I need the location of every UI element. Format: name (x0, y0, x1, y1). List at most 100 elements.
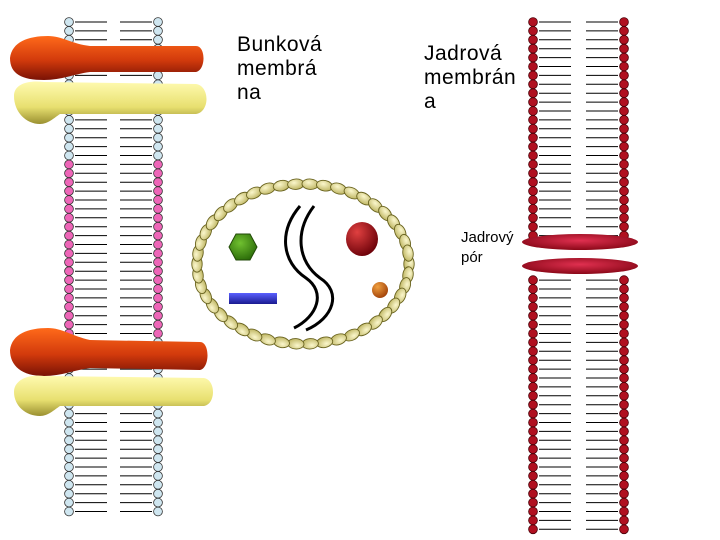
lipid-head (153, 230, 163, 241)
lipid-head (153, 159, 163, 170)
lipid-head (64, 506, 74, 517)
lipid-head (153, 257, 163, 268)
lipid-head (528, 479, 538, 490)
lipid-head (619, 195, 629, 205)
lipid-head (64, 221, 74, 232)
lipid-head (64, 293, 74, 303)
lipid-head (64, 213, 74, 223)
nuclear-pore-icon (522, 234, 638, 274)
lipid-head (64, 284, 74, 294)
lipid-head (619, 34, 629, 45)
lipid-head (153, 221, 163, 232)
lipid-head (528, 301, 538, 312)
lipid-head (619, 26, 629, 36)
lipid-head (528, 524, 538, 535)
lipid-head (619, 497, 629, 508)
lipid-head (619, 124, 629, 134)
lipid-head (528, 337, 538, 348)
lipid-head (153, 479, 163, 490)
lipid-head (153, 488, 163, 499)
lipid-head (153, 34, 163, 45)
lipid-head (619, 390, 629, 401)
lipid-head (619, 426, 629, 437)
lipid-head (528, 390, 538, 401)
lipid-head (64, 168, 74, 179)
red-organelle-icon (346, 222, 378, 256)
lipid-head (64, 479, 74, 490)
nuclear-membrane-label: Jadrová membrán a (424, 42, 517, 113)
lipid-head (153, 239, 163, 250)
nuclear-pore-label: Jadrový pór (461, 229, 514, 266)
lipid-head (64, 435, 74, 446)
orange-organelle-icon (372, 282, 388, 298)
lipid-head (153, 471, 163, 481)
lipid-head (528, 364, 538, 374)
lipid-head (153, 408, 163, 419)
lipid-head (528, 159, 538, 170)
lipid-head (64, 159, 74, 170)
lipid-head (619, 453, 629, 463)
lipid-head (64, 150, 74, 161)
lipid-head (528, 132, 538, 143)
lipid-head (619, 284, 629, 294)
lipid-head (619, 293, 629, 303)
lipid-head (619, 52, 629, 63)
lipid-head (153, 301, 163, 312)
lipid-head (153, 248, 163, 259)
green-organelle-icon (228, 233, 258, 261)
lipid-head (528, 177, 538, 188)
lipid-head (64, 141, 74, 152)
lipid-head (528, 382, 538, 392)
lipid-head (64, 417, 74, 428)
lipid-head (528, 462, 538, 472)
lipid-head (619, 373, 629, 383)
lipid-head (64, 26, 74, 36)
lipid-head (64, 471, 74, 481)
lipid-head (64, 186, 74, 196)
lipid-head (619, 444, 629, 455)
lipid-head (153, 213, 163, 223)
lipid-head (153, 17, 163, 27)
lipid-head (528, 426, 538, 437)
lipid-head (153, 115, 163, 125)
lipid-head (64, 239, 74, 250)
lipid-head (619, 408, 629, 419)
lipid-head (153, 417, 163, 428)
lipid-head (619, 106, 629, 116)
lipid-head (528, 328, 538, 339)
lipid-head (619, 506, 629, 517)
lipid-head (528, 355, 538, 366)
blue-organelle-icon (229, 293, 277, 304)
lipid-head (64, 426, 74, 437)
lipid-head (528, 373, 538, 383)
lipid-head (153, 124, 163, 134)
lipid-head (153, 266, 163, 277)
lipid-head (64, 453, 74, 463)
dna-strand-icon (284, 205, 335, 332)
lipid-head (619, 221, 629, 232)
vesicle-icon (191, 178, 415, 350)
lipid-head (619, 310, 629, 321)
lipid-head (619, 43, 629, 54)
lipid-head (528, 319, 538, 330)
lipid-head (64, 275, 74, 285)
lipid-head (64, 132, 74, 143)
lipid-head (619, 97, 629, 107)
lipid-head (619, 275, 629, 285)
lipid-head (153, 141, 163, 152)
lipid-head (528, 444, 538, 455)
lipid-head (619, 61, 629, 72)
lipid-head (64, 115, 74, 125)
membrane-protein-icon (10, 36, 207, 124)
lipid-head (64, 195, 74, 205)
lipid-head (619, 301, 629, 312)
lipid-head (528, 141, 538, 152)
lipid-head (153, 497, 163, 508)
lipid-head (528, 124, 538, 134)
lipid-head (619, 88, 629, 98)
lipid-head (528, 204, 538, 214)
lipid-head (153, 132, 163, 143)
lipid-head (619, 70, 629, 81)
lipid-head (528, 284, 538, 294)
